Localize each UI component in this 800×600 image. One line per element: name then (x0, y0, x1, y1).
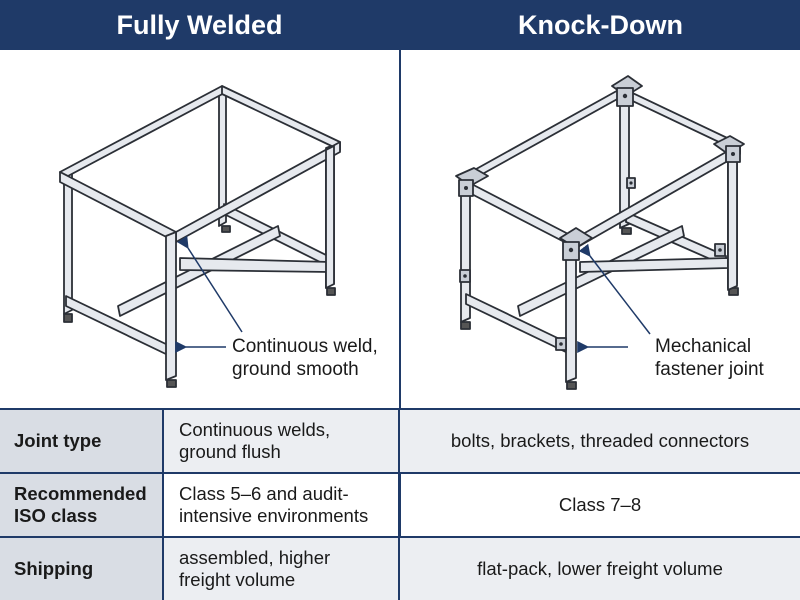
foot (566, 381, 577, 390)
foot (63, 313, 73, 323)
row-label: Recommended ISO class (0, 474, 164, 536)
bolt-head (718, 248, 722, 252)
foot (166, 379, 177, 388)
knockdown-callout: Mechanical fastener joint (655, 335, 764, 381)
bolt-head (731, 152, 735, 156)
back-left-leg (63, 171, 73, 315)
header-fully-welded: Fully Welded (0, 0, 399, 50)
header-knock-down: Knock-Down (401, 0, 800, 50)
row-label-line: Recommended (14, 483, 147, 504)
row-label: Shipping (0, 538, 164, 600)
bolt-head (464, 186, 468, 190)
top-rail-left (59, 171, 177, 243)
table-row-iso-class: Recommended ISO class Class 5–6 and audi… (0, 472, 800, 536)
top-rail-left (459, 177, 577, 249)
bolt-head (622, 93, 628, 99)
welded-frame-panel: Continuous weld, ground smooth (0, 50, 399, 408)
knockdown-callout-line: Mechanical (655, 336, 752, 357)
lower-stretcher-right (579, 257, 729, 273)
welded-value: Continuous welds, ground flush (164, 410, 400, 472)
bolt-head (568, 247, 574, 253)
corner-bracket (713, 135, 745, 155)
row-label-line: Shipping (14, 558, 94, 579)
welded-value-line: freight volume (179, 569, 296, 590)
row-label-line: ISO class (14, 505, 98, 526)
column-divider (399, 0, 401, 600)
welded-value: assembled, higher freight volume (164, 538, 400, 600)
welded-value-line: ground flush (179, 441, 281, 462)
bolt-head (629, 181, 633, 185)
welded-value: Class 5–6 and audit- intensive environme… (164, 474, 400, 536)
top-rail-right (221, 85, 341, 151)
foot (221, 225, 231, 233)
welded-value-line: Class 5–6 and audit- (179, 483, 349, 504)
top-rail-back (459, 87, 631, 183)
welded-callout-line: Continuous weld, (232, 336, 378, 357)
knockdown-frame-panel: Mechanical fastener joint (401, 50, 800, 408)
front-left-leg (165, 231, 177, 381)
welded-value-line: assembled, higher (179, 547, 331, 568)
knockdown-callout-line: fastener joint (655, 359, 764, 380)
welded-callout: Continuous weld, ground smooth (232, 335, 378, 381)
comparison-table: Joint type Continuous welds, ground flus… (0, 408, 800, 600)
foot (326, 287, 336, 296)
welded-value-line: Continuous welds, (179, 419, 331, 440)
callout-leader (578, 243, 651, 335)
knockdown-frame-illustration (455, 75, 745, 390)
welded-frame-illustration (59, 85, 341, 388)
front-left-leg (565, 239, 577, 383)
bolt-head (559, 342, 563, 346)
foot (460, 321, 471, 330)
welded-callout-line: ground smooth (232, 359, 359, 380)
knockdown-value: flat-pack, lower freight volume (400, 538, 800, 600)
knockdown-value-line: bolts, brackets, threaded connectors (450, 430, 750, 451)
top-rail-back (59, 85, 231, 177)
knockdown-value: Class 7–8 (400, 474, 800, 536)
front-right-leg (325, 145, 335, 289)
welded-value-line: intensive environments (179, 505, 369, 526)
row-label-line: Joint type (14, 430, 102, 451)
knockdown-value-line: Class 7–8 (558, 494, 642, 515)
table-row-shipping: Shipping assembled, higher freight volum… (0, 536, 800, 600)
foot (621, 227, 632, 235)
back-right-leg (619, 89, 630, 229)
row-label: Joint type (0, 410, 164, 472)
knockdown-value-line: flat-pack, lower freight volume (477, 558, 723, 579)
front-right-leg (727, 147, 738, 291)
knockdown-value: bolts, brackets, threaded connectors (400, 410, 800, 472)
table-row-joint-type: Joint type Continuous welds, ground flus… (0, 408, 800, 472)
callout-leader (177, 235, 243, 333)
bolt-head (463, 274, 467, 278)
lower-rail-left (465, 293, 571, 355)
